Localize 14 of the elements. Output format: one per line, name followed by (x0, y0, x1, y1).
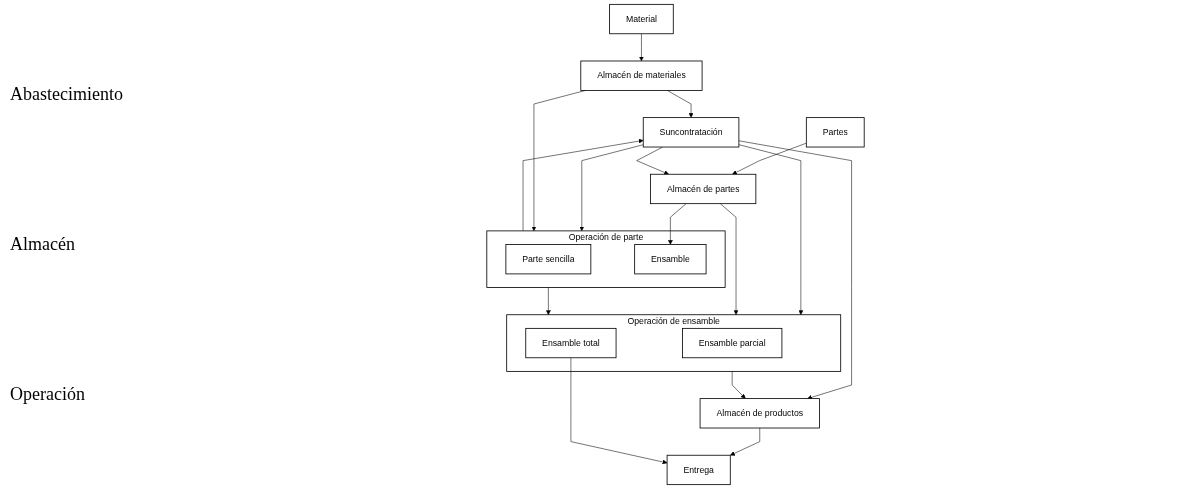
node-box: Ensamble (634, 244, 707, 275)
node-box: Almacén de materiales (580, 60, 703, 91)
row-label: Operación (10, 383, 86, 405)
node-box: Entrega (666, 454, 731, 486)
node-box: Parte sencilla (505, 244, 592, 275)
node-box: Material (609, 3, 674, 35)
node-box: Ensamble total (525, 327, 617, 359)
node-box: Ensamble parcial (682, 327, 783, 359)
row-label: Almacén (10, 234, 76, 255)
node-box: Almacén de productos (699, 398, 820, 429)
node-box: Partes (805, 117, 865, 148)
node-box: Suncontratación (642, 117, 740, 148)
row-label: Abastecimiento (10, 84, 124, 106)
node-box: Almacén de partes (650, 173, 757, 205)
